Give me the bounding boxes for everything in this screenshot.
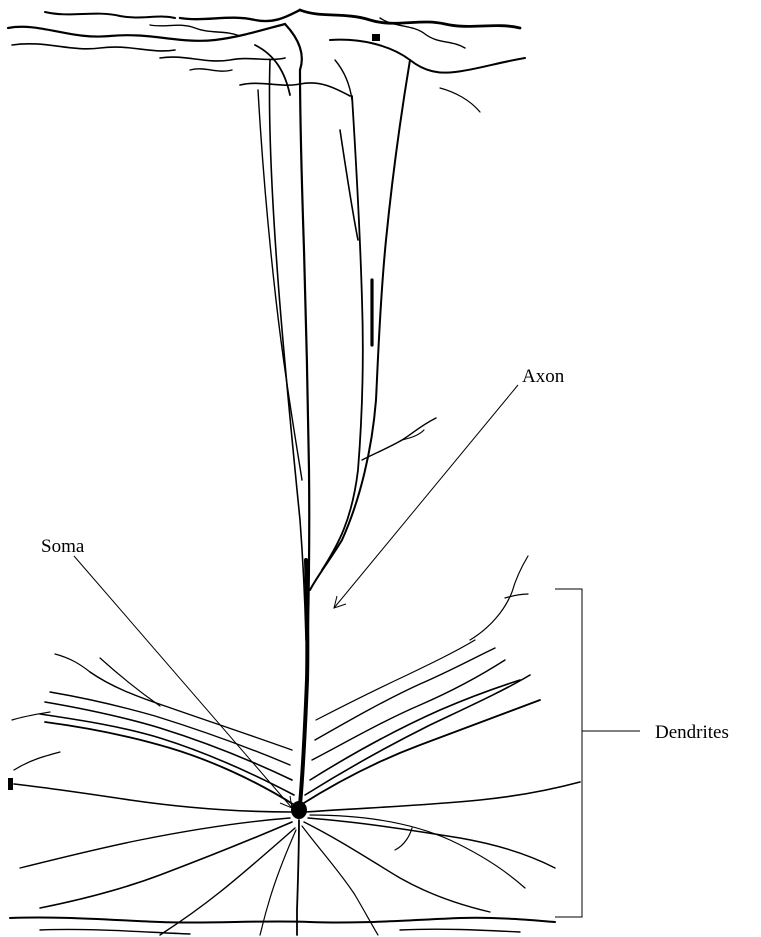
apical-dendrite-bundle xyxy=(258,60,436,810)
dendrites-bracket xyxy=(555,589,582,917)
soma-callout: Soma xyxy=(41,536,292,808)
axon-label: Axon xyxy=(522,366,565,387)
dendrites-label: Dendrites xyxy=(655,722,729,743)
dendrites-callout: Dendrites xyxy=(555,589,729,917)
soma-label: Soma xyxy=(41,536,85,557)
apical-tuft xyxy=(8,10,525,112)
axon-callout: Axon xyxy=(334,366,565,608)
basal-dendrites xyxy=(8,556,580,935)
